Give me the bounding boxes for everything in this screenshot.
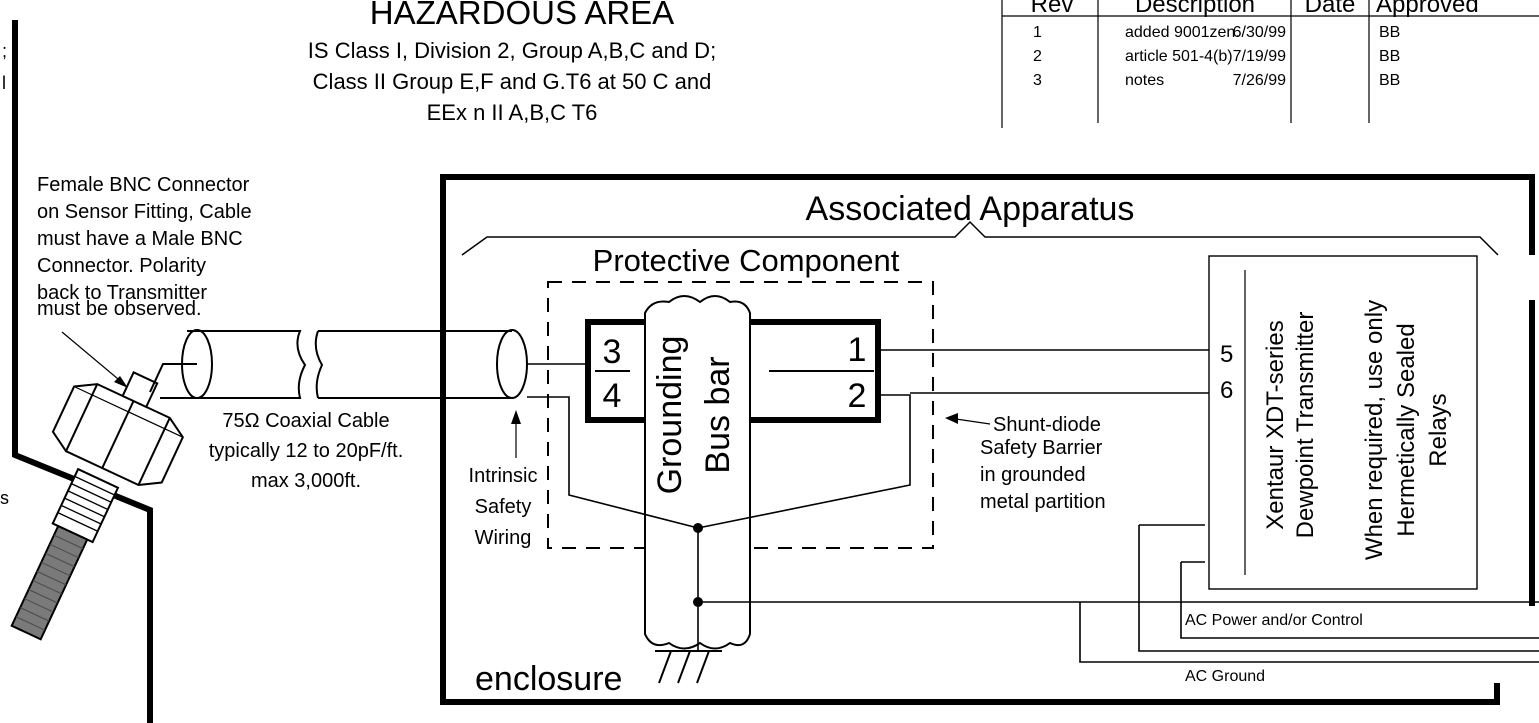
ac-power-label: AC Power and/or Control — [1185, 612, 1363, 629]
protective-component-label: Protective Component — [593, 243, 900, 278]
row3-appr: BB — [1379, 72, 1400, 89]
hazard-line-2: Class II Group E,F and G.T6 at 50 C and — [313, 69, 712, 94]
enclosure-label: enclosure — [475, 660, 622, 698]
row2-desc: article 501-4(b) — [1125, 48, 1233, 65]
page-title: HAZARDOUS AREA — [370, 0, 674, 31]
svg-text:Wiring: Wiring — [475, 527, 532, 549]
svg-text:max 3,000ft.: max 3,000ft. — [251, 470, 361, 492]
svg-text:must be observed.: must be observed. — [37, 298, 202, 320]
relay-note-1: When required, use only — [1361, 300, 1388, 560]
fragment-2: l — [2, 73, 6, 93]
row2-date: 7/19/99 — [1233, 48, 1286, 65]
row2-rev: 2 — [1033, 48, 1042, 65]
svg-text:must have a Male BNC: must have a Male BNC — [37, 228, 243, 250]
revision-table: Rev Description Date Approved 1 added 90… — [1001, 0, 1539, 128]
ground-symbol — [655, 650, 722, 684]
is-wiring-note: Intrinsic Safety Wiring — [469, 465, 538, 549]
terminal-4: 4 — [603, 377, 622, 415]
transmitter-terminal-6: 6 — [1220, 377, 1233, 404]
fragment-1: ; — [2, 41, 7, 61]
grounding-bus-bar — [644, 295, 751, 650]
svg-text:Connector. Polarity: Connector. Polarity — [37, 255, 206, 277]
row2-appr: BB — [1379, 48, 1400, 65]
enclosure-box — [440, 174, 1535, 705]
fragment-3: s — [0, 488, 9, 508]
col-date: Date — [1305, 0, 1356, 18]
coaxial-cable — [149, 329, 528, 399]
transmitter-label-2: Dewpoint Transmitter — [1292, 312, 1319, 539]
row3-rev: 3 — [1033, 72, 1042, 89]
col-approved: Approved — [1376, 0, 1479, 18]
transmitter-label-1: Xentaur XDT-series — [1262, 320, 1289, 529]
bnc-note: Female BNC Connector on Sensor Fitting, … — [37, 174, 252, 320]
row1-rev: 1 — [1033, 24, 1042, 41]
svg-text:75Ω Coaxial Cable: 75Ω Coaxial Cable — [222, 410, 389, 432]
svg-text:in grounded: in grounded — [980, 464, 1086, 486]
col-rev: Rev — [1031, 0, 1074, 18]
terminal-3: 3 — [603, 333, 622, 371]
hazard-line-1: IS Class I, Division 2, Group A,B,C and … — [308, 38, 716, 63]
svg-text:Intrinsic: Intrinsic — [469, 465, 538, 487]
terminal-2: 2 — [848, 377, 867, 415]
bnc-pointer — [61, 331, 125, 385]
row1-appr: BB — [1379, 24, 1400, 41]
apparatus-brace — [461, 220, 1499, 256]
svg-text:Female BNC Connector: Female BNC Connector — [37, 174, 250, 196]
svg-text:Safety: Safety — [475, 496, 532, 518]
row1-date: 6/30/99 — [1233, 24, 1286, 41]
bus-bar-label-2: Bus bar — [699, 356, 737, 473]
svg-text:typically 12 to 20pF/ft.: typically 12 to 20pF/ft. — [209, 440, 404, 462]
svg-text:Shunt-diode: Shunt-diode — [993, 414, 1101, 436]
ac-ground-label: AC Ground — [1185, 668, 1265, 685]
row3-date: 7/26/99 — [1233, 72, 1286, 89]
transmitter-terminal-5: 5 — [1220, 341, 1233, 368]
row1-desc: added 9001zen. — [1125, 24, 1240, 41]
row3-desc: notes — [1125, 72, 1164, 89]
cable-note: 75Ω Coaxial Cable typically 12 to 20pF/f… — [209, 410, 404, 492]
svg-text:metal partition: metal partition — [980, 491, 1106, 513]
relay-note-3: Relays — [1425, 393, 1452, 466]
svg-text:on Sensor Fitting, Cable: on Sensor Fitting, Cable — [37, 201, 252, 223]
col-description: Description — [1135, 0, 1255, 18]
relay-note-2: Hermetically Sealed — [1393, 323, 1420, 536]
wiring — [527, 349, 1539, 663]
hazard-line-3: EEx n II A,B,C T6 — [427, 100, 598, 125]
terminal-1: 1 — [848, 331, 867, 369]
svg-text:Safety Barrier: Safety Barrier — [980, 437, 1103, 459]
sensor-fitting — [10, 371, 184, 641]
svg-text:back to Transmitter: back to Transmitter — [37, 282, 207, 304]
barrier-note: Shunt-diode Safety Barrier in grounded m… — [980, 414, 1106, 513]
transmitter-box — [1208, 255, 1478, 590]
bus-bar-label-1: Grounding — [651, 336, 689, 495]
